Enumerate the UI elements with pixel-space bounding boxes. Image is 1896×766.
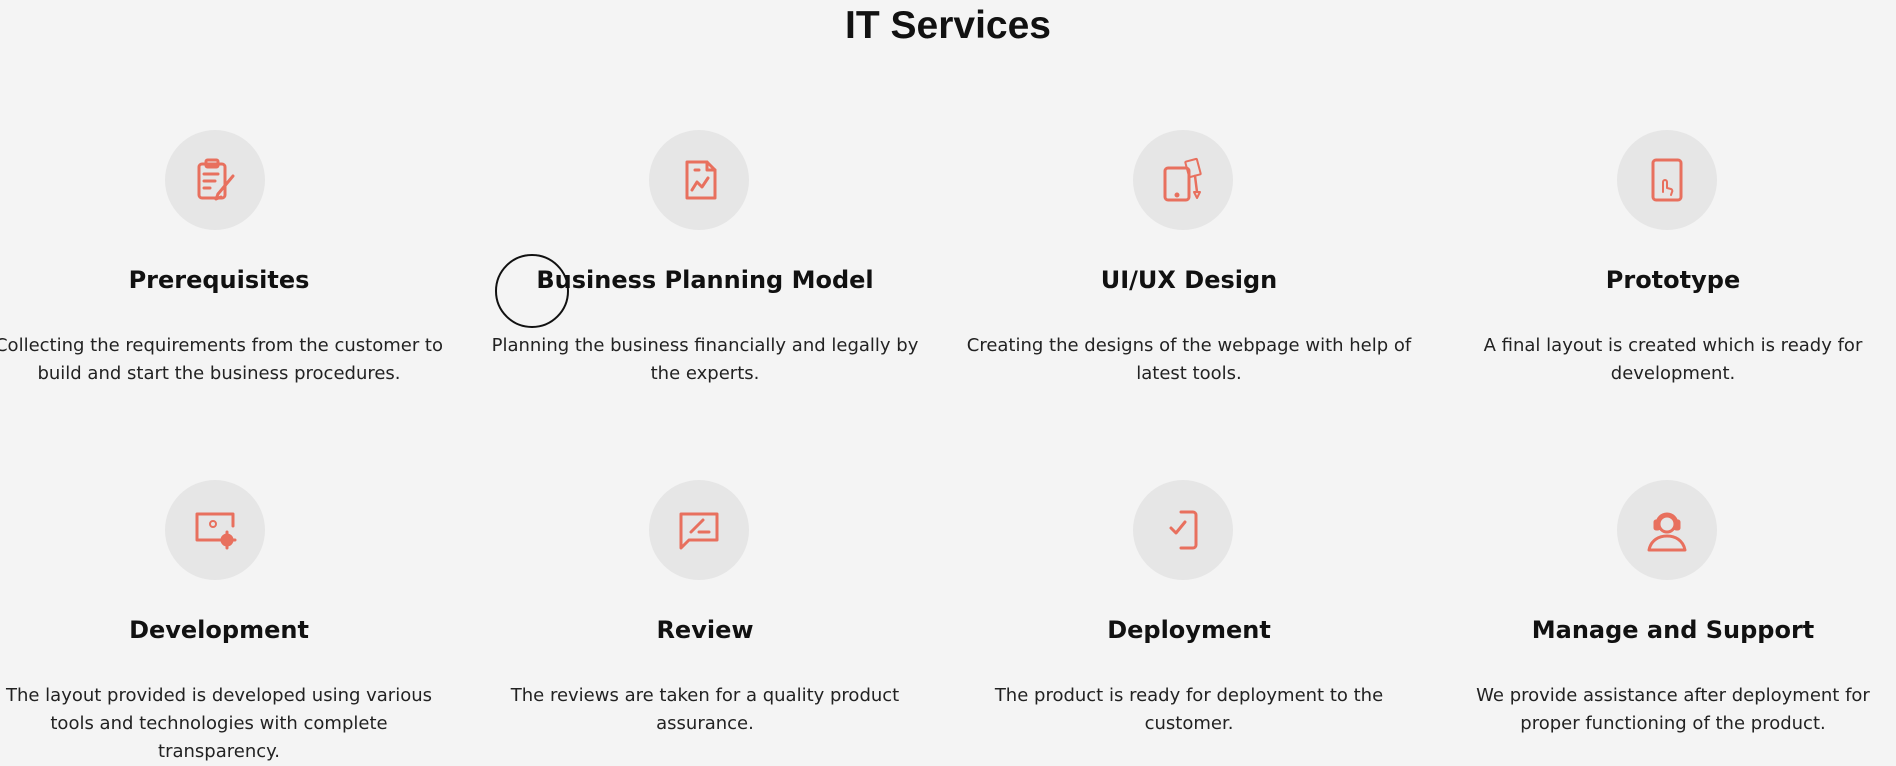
service-card-business-planning: Business Planning Model Planning the bus… — [0, 0, 918, 400]
monitor-gear-icon — [165, 480, 265, 580]
tablet-design-tools-icon — [1133, 130, 1233, 230]
clipboard-pen-icon — [165, 130, 265, 230]
card-title: Manage and Support — [1531, 616, 1815, 644]
card-description: A final layout is created which is ready… — [1483, 335, 1863, 384]
phone-touch-icon — [1617, 130, 1717, 230]
service-card-review: Review The reviews are taken for a quali… — [0, 0, 899, 749]
service-card-manage-support: Manage and Support We provide assistance… — [0, 0, 1870, 749]
card-description: Creating the designs of the webpage with… — [966, 335, 1412, 384]
chat-edit-icon — [649, 480, 749, 580]
service-card-ui-ux-design: UI/UX Design Creating the designs of the… — [0, 0, 1411, 400]
phone-check-icon — [1133, 480, 1233, 580]
card-title: Prerequisites — [128, 266, 310, 294]
card-description: The product is ready for deployment to t… — [994, 685, 1384, 734]
card-description: Planning the business financially and le… — [491, 335, 919, 384]
card-title: Deployment — [1107, 616, 1271, 644]
support-headset-icon — [1617, 480, 1717, 580]
card-title: Business Planning Model — [536, 266, 874, 294]
document-chart-icon — [649, 130, 749, 230]
service-card-development: Development The layout provided is devel… — [0, 0, 450, 762]
card-title: Development — [129, 616, 309, 644]
card-description: Collecting the requirements from the cus… — [0, 335, 444, 384]
card-description: The reviews are taken for a quality prod… — [510, 685, 900, 734]
card-title: UI/UX Design — [1100, 266, 1278, 294]
service-card-prototype: Prototype A final layout is created whic… — [0, 0, 1862, 400]
service-card-deployment: Deployment The product is ready for depl… — [0, 0, 1383, 749]
card-title: Review — [656, 616, 754, 644]
service-card-prerequisites: Prerequisites Collecting the requirement… — [0, 0, 450, 400]
page-title: IT Services — [845, 4, 1051, 47]
card-title: Prototype — [1605, 266, 1741, 294]
card-description: We provide assistance after deployment f… — [1476, 685, 1870, 734]
